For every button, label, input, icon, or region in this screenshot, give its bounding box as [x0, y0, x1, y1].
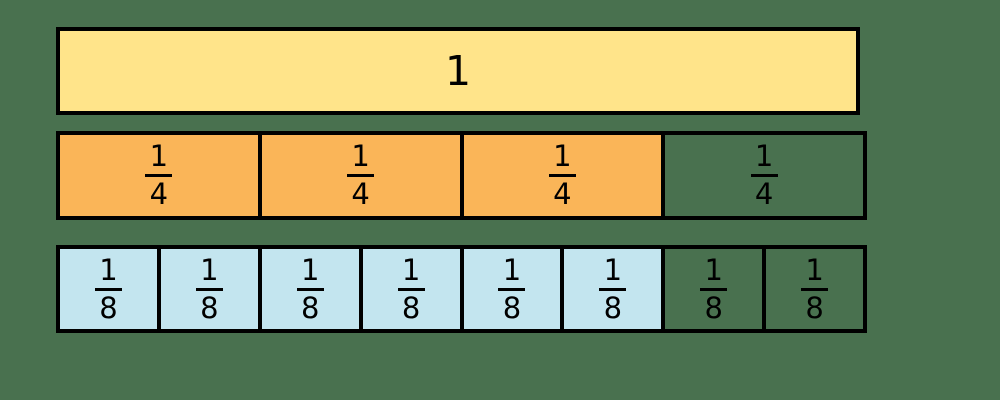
fraction-numerator: 1: [401, 252, 421, 287]
fraction-numerator: 1: [200, 252, 219, 287]
fraction-denominator: 8: [805, 290, 824, 325]
fraction-denominator: 8: [99, 290, 118, 325]
fraction-bar: [700, 287, 728, 291]
fraction-denominator: 4: [553, 177, 572, 211]
fraction-bar: [347, 174, 375, 177]
fraction-denominator: 8: [704, 290, 723, 325]
fraction-bar: [750, 174, 778, 177]
fraction-denominator: 8: [401, 290, 421, 325]
fraction-bar: [94, 287, 122, 291]
fraction-numerator: 1: [603, 252, 623, 287]
fraction-denominator: 8: [300, 290, 320, 325]
fraction-numerator: 1: [704, 252, 723, 287]
fraction-bar: [195, 287, 223, 291]
cell-whole: 1: [60, 31, 856, 111]
strip-whole: 1: [56, 27, 860, 115]
fraction-numerator: 1: [351, 139, 370, 173]
fraction-numerator: 1: [99, 252, 118, 287]
fraction-bar: [599, 287, 627, 291]
fraction-denominator: 4: [351, 177, 370, 211]
fraction-bar: [548, 174, 576, 177]
whole-label: 1: [444, 46, 472, 95]
fraction-bar: [145, 174, 173, 177]
fraction-denominator: 8: [603, 290, 623, 325]
fraction-numerator: 1: [149, 139, 169, 173]
fraction-bar: [397, 287, 425, 291]
fraction-numerator: 1: [502, 252, 522, 287]
fraction-denominator: 8: [200, 290, 219, 325]
fraction-bar: [801, 287, 829, 291]
fraction-denominator: 4: [754, 177, 774, 211]
fraction-denominator: 4: [149, 177, 169, 211]
fraction-numerator: 1: [300, 252, 320, 287]
fraction-numerator: 1: [553, 139, 572, 173]
fraction-numerator: 1: [754, 139, 774, 173]
fraction-denominator: 8: [502, 290, 522, 325]
fraction-bar: [498, 287, 526, 291]
fraction-numerator: 1: [805, 252, 824, 287]
fraction-bar: [296, 287, 324, 291]
